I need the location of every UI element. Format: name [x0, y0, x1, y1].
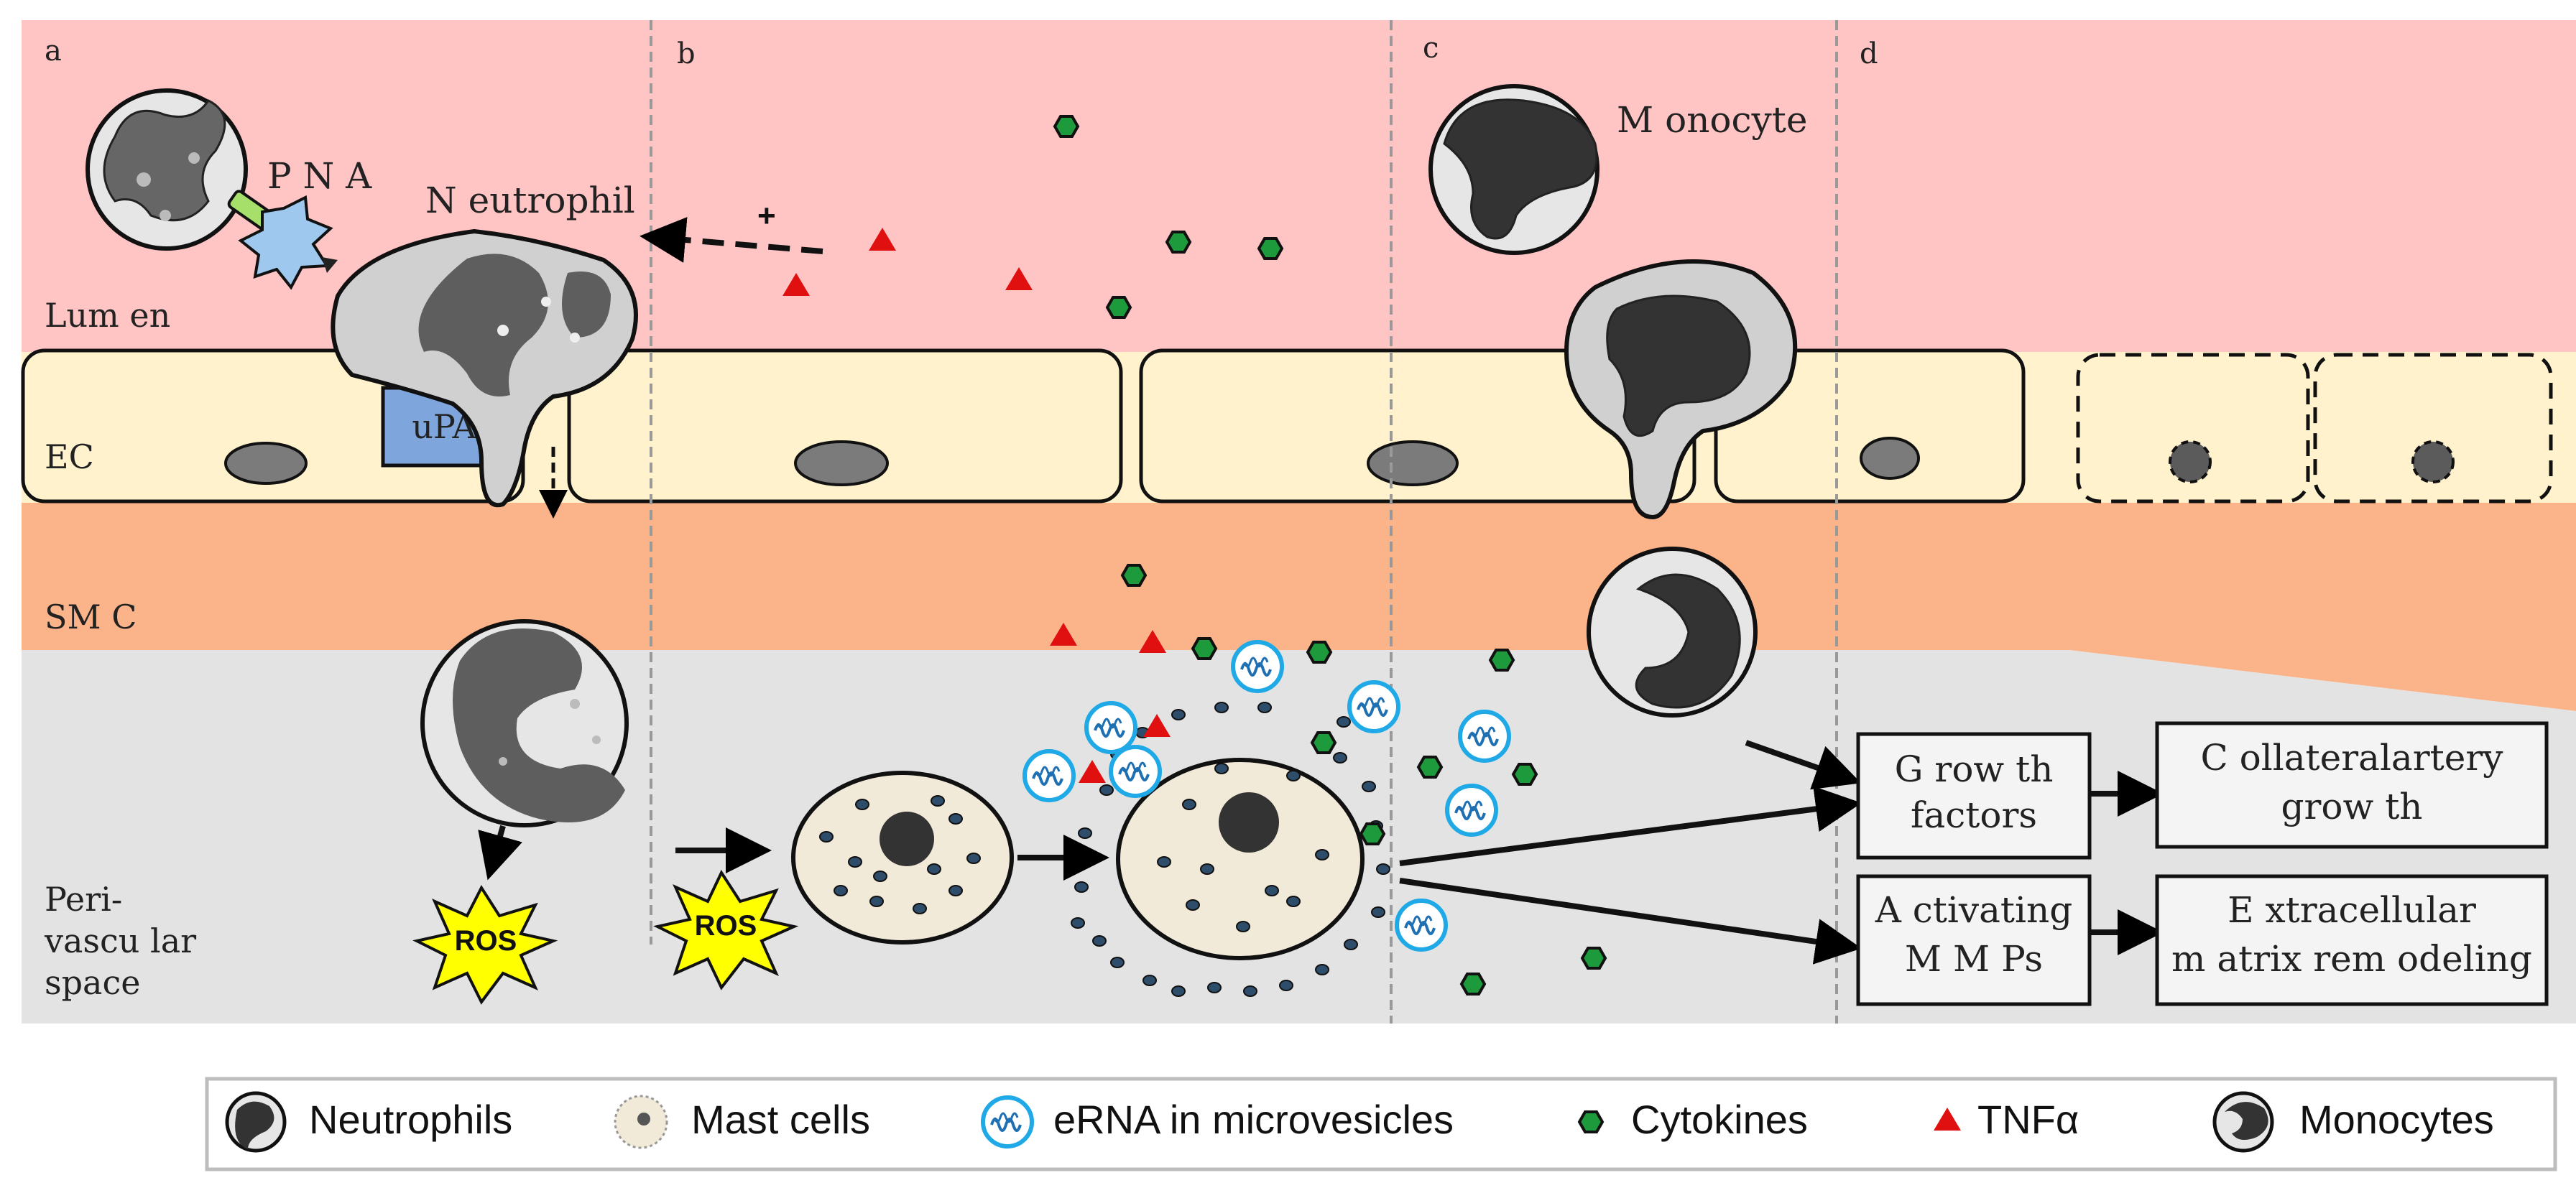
monocyte-to-growth-factors-arrow — [1745, 740, 1862, 790]
growth-factors-line-2: factors — [1911, 794, 2037, 836]
perivascular-neutrophil — [420, 619, 629, 827]
monocyte-lumen — [1428, 84, 1599, 255]
smc-label: SM C — [45, 598, 137, 636]
panel-dividers — [650, 20, 1838, 1024]
panel-c-label: c — [1423, 32, 1439, 65]
legend-erna-label: eRNA in microvesicles — [1053, 1097, 1454, 1142]
legend-cytokine-icon — [1578, 1110, 1604, 1133]
legend-erna-icon — [983, 1097, 1032, 1146]
collateral-growth-line-1: C ollateralartery — [2201, 737, 2504, 779]
legend-monocyte-icon — [2212, 1091, 2274, 1153]
panel-d-label: d — [1860, 37, 1878, 70]
mast-to-growth-factors-arrow — [1399, 786, 1862, 866]
pna-label: P N A — [267, 155, 372, 197]
ecm-remodeling-box — [2155, 874, 2549, 1006]
ros-label-2: ROS — [695, 910, 757, 942]
perivascular-label-3: space — [45, 963, 140, 1002]
ros-burst-2 — [653, 869, 799, 990]
lumen-label: Lum en — [45, 296, 170, 335]
collateral-growth-line-2: grow th — [2281, 786, 2423, 827]
ecm-remodeling-line-1: E xtracellular — [2228, 889, 2476, 931]
panel-a-label: a — [45, 34, 62, 68]
smc-layer — [22, 503, 2576, 711]
panel-b-label: b — [677, 37, 696, 70]
neutrophil-transmigrating — [331, 228, 638, 508]
legend-monocytes-label: Monocytes — [2299, 1097, 2494, 1142]
monocyte-transmigrating — [1564, 259, 1798, 520]
growth-factors-box — [1856, 732, 2092, 860]
monocyte-label: M onocyte — [1617, 99, 1807, 141]
ros-burst-1 — [412, 884, 558, 1005]
monocyte-perivascular — [1587, 547, 1758, 718]
ros-label-1: ROS — [455, 925, 517, 957]
legend-cytokines-label: Cytokines — [1631, 1097, 1808, 1142]
legend-box — [205, 1077, 2557, 1171]
ec-label: EC — [45, 437, 94, 476]
mast-cell-degranulating — [1071, 702, 1390, 997]
neutrophil-label: N eutrophil — [425, 180, 635, 221]
neutrophil-to-ros-arrow — [478, 825, 522, 881]
activating-mmps-line-1: A ctivating — [1875, 889, 2072, 931]
legend-neutrophil-icon — [225, 1091, 287, 1153]
collateral-growth-box — [2155, 721, 2549, 849]
mast-to-mmps-arrow — [1399, 878, 1862, 965]
activating-mmps-line-2: M M Ps — [1905, 938, 2043, 980]
perivascular-label-2: vascu lar — [44, 922, 196, 960]
ecm-remodeling-line-2: m atrix rem odeling — [2171, 938, 2532, 980]
neutrophil-pna — [86, 88, 338, 290]
growth-factors-line-1: G row th — [1895, 748, 2054, 790]
legend-mast-cell-icon — [614, 1095, 668, 1149]
legend-mast-cells-label: Mast cells — [691, 1097, 870, 1142]
activating-mmps-box — [1856, 874, 2092, 1006]
mast-cell-resting — [791, 771, 1014, 945]
perivascular-label-1: Peri- — [45, 880, 122, 919]
legend-neutrophils-label: Neutrophils — [309, 1097, 512, 1142]
plus-sign: + — [757, 198, 776, 233]
legend-tnfa-label: TNFα — [1977, 1097, 2079, 1142]
tnfa-to-neutrophil-arrow — [640, 217, 823, 263]
